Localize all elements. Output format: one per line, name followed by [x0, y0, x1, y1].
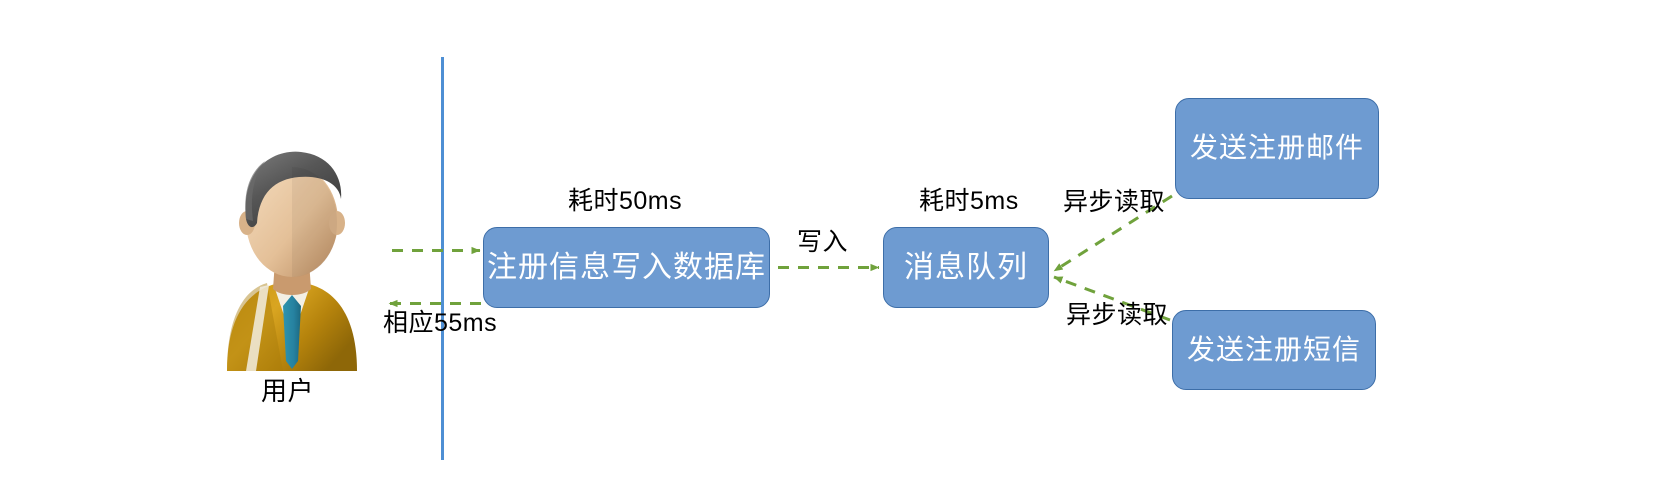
edge-label-async-read-sms: 异步读取 [1066, 301, 1169, 329]
user-avatar-icon [227, 151, 357, 371]
node-write-to-database-label: 注册信息写入数据库 [487, 251, 766, 284]
node-send-registration-email-label: 发送注册邮件 [1189, 132, 1364, 164]
edge-label-response: 相应55ms [383, 309, 498, 337]
actor-label-user: 用户 [261, 376, 315, 406]
node-write-to-database[interactable]: 注册信息写入数据库 [483, 227, 770, 308]
caption-database-cost: 耗时50ms [568, 187, 683, 215]
edge-label-write: 写入 [797, 228, 849, 256]
node-send-registration-sms-label: 发送注册短信 [1186, 333, 1361, 365]
node-send-registration-email[interactable]: 发送注册邮件 [1175, 98, 1379, 199]
node-message-queue[interactable]: 消息队列 [883, 227, 1049, 308]
caption-queue-cost: 耗时5ms [919, 187, 1019, 215]
node-message-queue-label: 消息队列 [904, 251, 1028, 284]
node-send-registration-sms[interactable]: 发送注册短信 [1172, 310, 1376, 390]
edge-label-async-read-email: 异步读取 [1063, 188, 1166, 216]
